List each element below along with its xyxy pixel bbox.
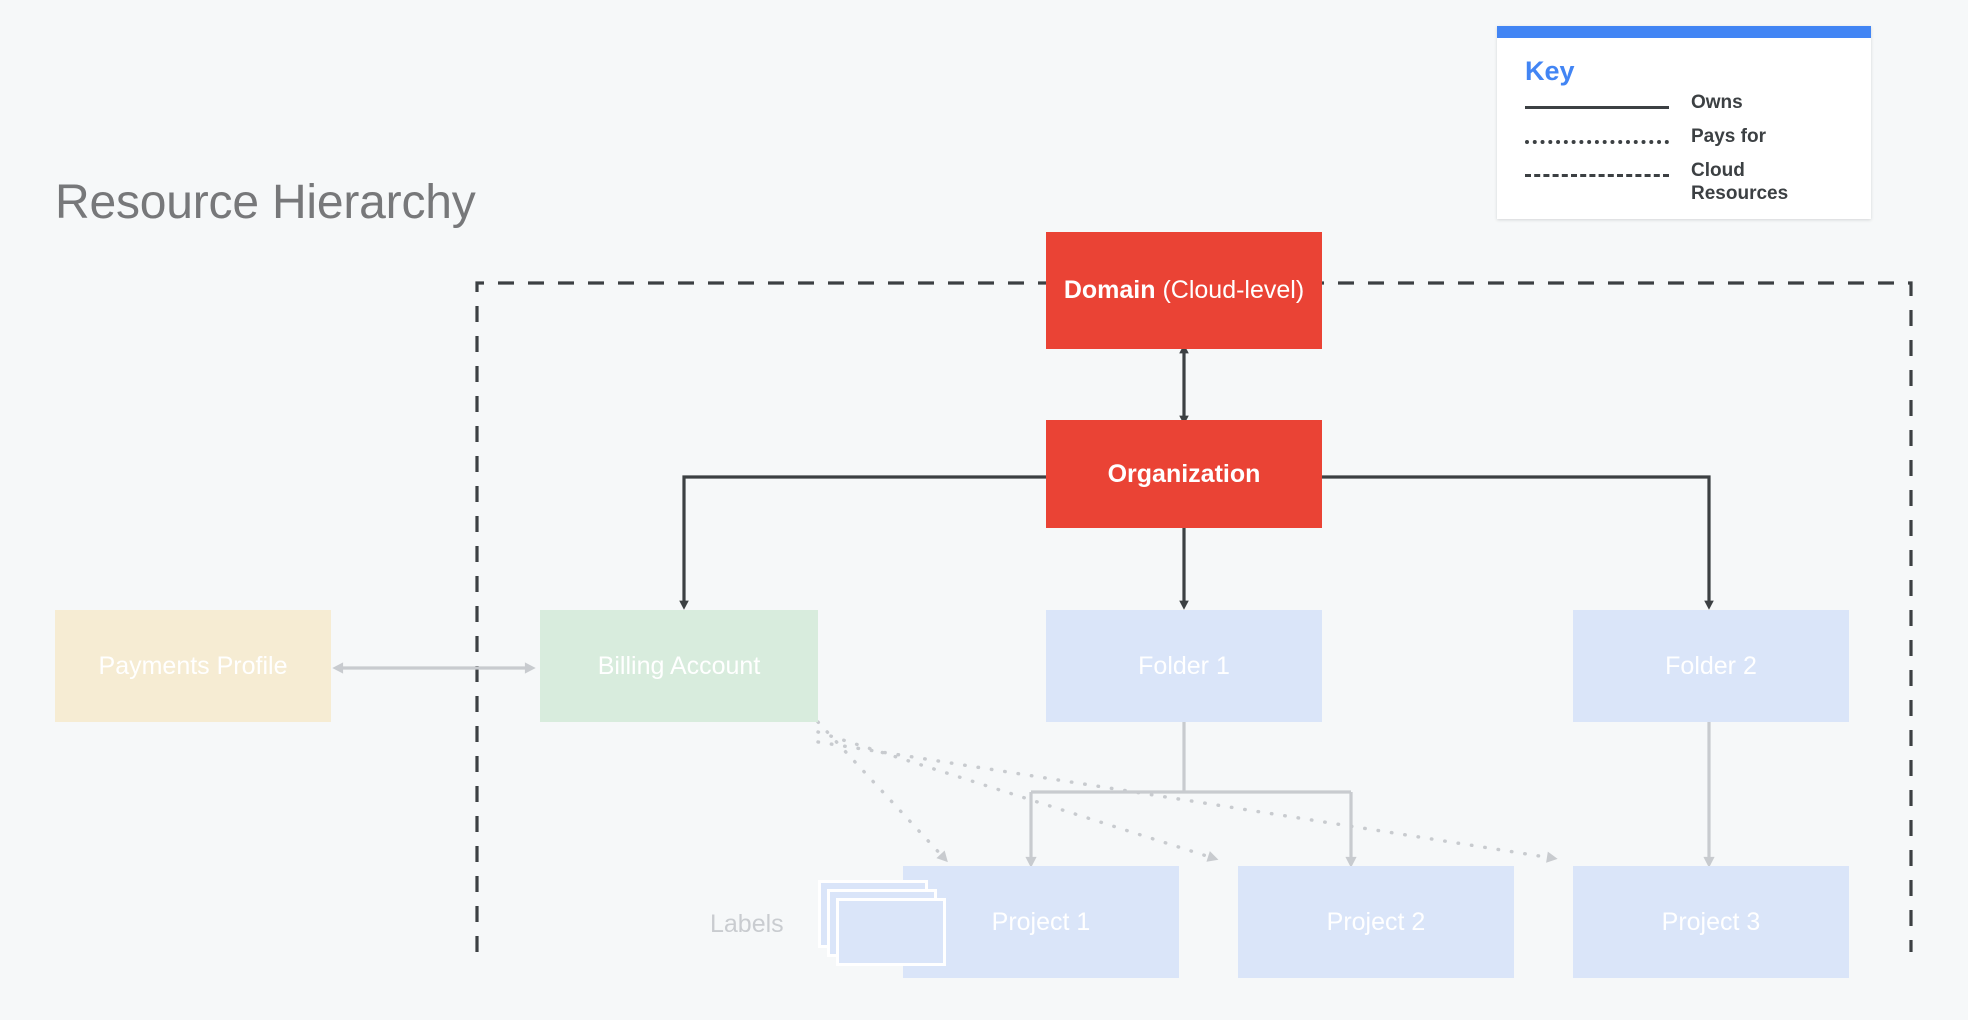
node-folder-1-label: Folder 1 (1138, 651, 1230, 680)
key-label-owns: Owns (1691, 92, 1743, 113)
labels-stack-icon[interactable] (818, 880, 950, 972)
labels-caption: Labels (710, 910, 784, 938)
node-billing-account[interactable]: Billing Account (540, 610, 818, 722)
key-label-pays-for: Pays for (1691, 126, 1766, 147)
node-domain[interactable]: Domain (Cloud-level) (1046, 232, 1322, 349)
key-row-owns: Owns (1497, 91, 1871, 125)
key-label-cloud-line1: Cloud (1691, 160, 1745, 181)
key-title: Key (1525, 56, 1575, 86)
node-project-3[interactable]: Project 3 (1573, 866, 1849, 978)
node-project-3-label: Project 3 (1661, 907, 1761, 936)
node-payments-profile-label: Payments Profile (98, 651, 288, 680)
node-project-2-label: Project 2 (1326, 907, 1426, 936)
edge-billing-project3 (816, 740, 1558, 863)
node-folder-2[interactable]: Folder 2 (1573, 610, 1849, 722)
edge-billing-project2 (816, 730, 1219, 862)
node-domain-label-suffix: (Cloud-level) (1162, 276, 1305, 305)
node-organization-label: Organization (1107, 459, 1261, 488)
node-organization[interactable]: Organization (1046, 420, 1322, 528)
key-label-cloud-line2: Resources (1691, 183, 1789, 205)
node-domain-label: Domain (Cloud-level) (1064, 276, 1304, 305)
edge-organization-folder2 (1322, 475, 1714, 610)
key-accent-bar (1497, 26, 1871, 38)
solid-line-icon (1525, 97, 1669, 117)
node-project-2[interactable]: Project 2 (1238, 866, 1514, 978)
node-project-1-label: Project 1 (991, 907, 1091, 936)
dotted-line-icon (1525, 131, 1669, 151)
node-folder-1[interactable]: Folder 1 (1046, 610, 1322, 722)
node-domain-label-bold: Domain (1063, 276, 1156, 305)
page-title: Resource Hierarchy (55, 176, 476, 229)
key-row-pays-for: Pays for (1497, 125, 1871, 159)
edge-organization-billing (679, 475, 1046, 610)
labels-card-front (836, 898, 946, 966)
edge-billing-project1 (816, 720, 948, 863)
node-payments-profile[interactable]: Payments Profile (55, 610, 331, 722)
node-billing-account-label: Billing Account (597, 651, 761, 680)
dashed-line-icon (1525, 165, 1669, 185)
node-folder-2-label: Folder 2 (1665, 651, 1757, 680)
